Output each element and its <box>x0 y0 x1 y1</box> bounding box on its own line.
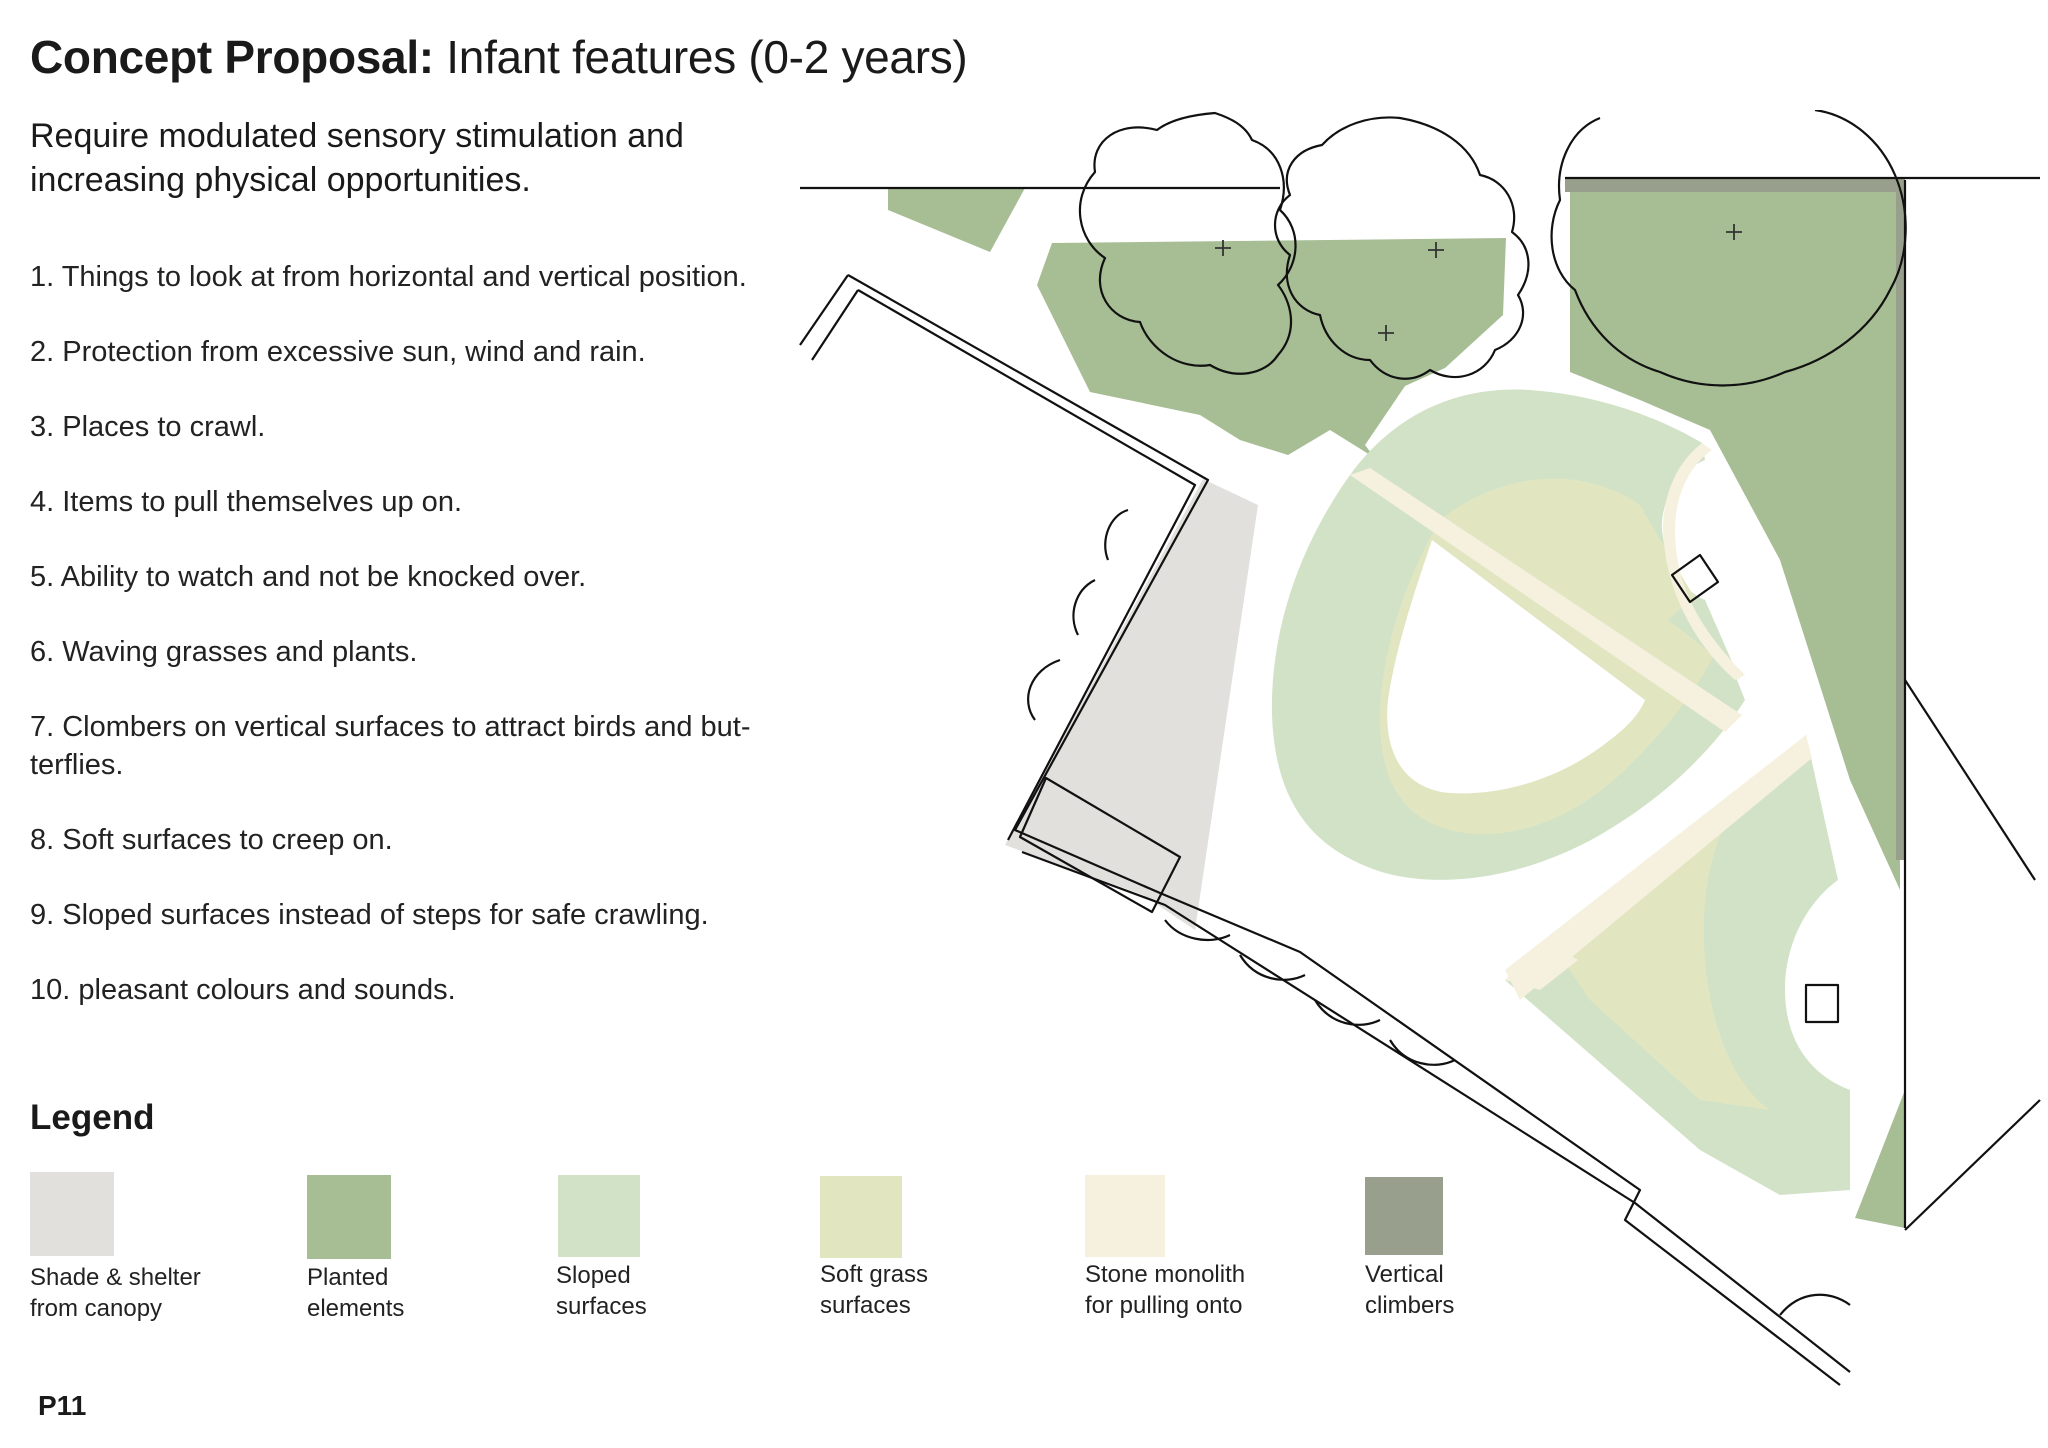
plan-path-cutout <box>1387 540 1645 794</box>
feature-item: 2. Protection from excessive sun, wind a… <box>30 336 646 368</box>
page-number: P11 <box>38 1390 87 1421</box>
legend-swatch-shade <box>30 1172 114 1256</box>
feature-item: 8. Soft surfaces to creep on. <box>30 824 393 856</box>
plan-stone-strip-lower-end <box>1505 940 1578 990</box>
plan-door-swing-1 <box>1104 508 1129 561</box>
plan-door-swing-4 <box>1164 919 1231 942</box>
tree-marker <box>1726 224 1742 240</box>
plan-building-wall-inner <box>857 289 1197 841</box>
plan-planted-bottom <box>1855 1090 1905 1228</box>
site-plan <box>799 110 2041 1386</box>
feature-item: 10. pleasant colours and sounds. <box>30 974 456 1006</box>
plan-fills <box>888 178 1906 1228</box>
plan-planted-top-left <box>888 188 1025 252</box>
feature-item: 4. Items to pull themselves up on. <box>30 486 462 518</box>
feature-item: 6. Waving grasses and plants. <box>30 636 418 668</box>
plan-stone-strip-edge <box>1663 443 1745 680</box>
tree-marker <box>1215 240 1231 256</box>
feature-item: 1. Things to look at from horizontal and… <box>30 261 747 293</box>
plan-wall-top-left <box>799 274 859 361</box>
feature-list: 1. Things to look at from horizontal and… <box>30 258 800 1046</box>
plan-door-swing-6 <box>1314 999 1381 1026</box>
tree-marker <box>1428 242 1444 258</box>
plan-shade-canopy <box>1005 479 1258 930</box>
plan-tree-markers <box>1215 224 1742 341</box>
title-rest: Infant features (0-2 years) <box>433 31 968 83</box>
plan-canopy-tree-middle <box>1274 116 1530 380</box>
feature-item: 7. Clombers on vertical surfaces to attr… <box>30 711 751 781</box>
legend-label-shade: Shade & shelter from canopy <box>30 1264 201 1322</box>
subtitle: Require modulated sensory stimulation an… <box>30 117 684 199</box>
plan-door-swing-3 <box>1027 658 1061 721</box>
plan-building-wall <box>847 274 1841 1386</box>
legend-swatch-soft-grass <box>820 1176 902 1258</box>
legend-swatch-sloped <box>558 1175 640 1257</box>
plan-diagonal-right <box>1904 679 2041 1231</box>
legend-label-climbers: Vertical climbers <box>1365 1261 1455 1319</box>
plan-canopy-tree-right <box>1550 110 1907 387</box>
plan-climbers-right <box>1896 180 1906 860</box>
plan-canopy-tree-left <box>1078 111 1297 375</box>
plan-door-swing-8 <box>1779 1293 1851 1316</box>
plan-bench-rectangle <box>1018 776 1182 914</box>
legend-label-planted: Planted elements <box>307 1264 405 1322</box>
feature-item: 9. Sloped surfaces instead of steps for … <box>30 899 709 931</box>
legend-label-stone: Stone monolith for pulling onto <box>1085 1261 1246 1319</box>
legend-label-sloped: Sloped surfaces <box>556 1262 647 1320</box>
legend-swatch-planted <box>307 1175 391 1259</box>
plan-stone-strip-lower <box>1505 735 1812 1000</box>
legend-label-soft-grass: Soft grass surfaces <box>820 1261 929 1319</box>
plan-planted-top-middle <box>1037 238 1506 458</box>
plan-small-box-lower <box>1804 983 1840 1024</box>
legend-heading: Legend <box>30 1098 155 1137</box>
tree-marker <box>1378 325 1394 341</box>
feature-item: 5. Ability to watch and not be knocked o… <box>30 561 587 593</box>
plan-boundary-top <box>800 176 2040 190</box>
title-bold: Concept Proposal: <box>30 31 434 83</box>
plan-planted-right <box>1570 180 1900 890</box>
plan-linework <box>799 110 2041 1386</box>
plan-soft-grass-lower <box>1560 800 1770 1110</box>
legend-swatch-stone <box>1085 1175 1165 1257</box>
legend-swatch-climbers <box>1365 1177 1443 1255</box>
page-title: Concept Proposal: Infant features (0-2 y… <box>30 30 968 84</box>
plan-door-swing-5 <box>1239 954 1306 981</box>
plan-door-swing-7 <box>1389 1039 1456 1066</box>
plan-small-box-upper <box>1670 553 1720 604</box>
plan-door-swing-2 <box>1072 579 1096 636</box>
plan-climbers-top <box>1565 178 1905 192</box>
feature-item: 3. Places to crawl. <box>30 411 266 443</box>
plan-stone-strip-top <box>1350 468 1742 732</box>
